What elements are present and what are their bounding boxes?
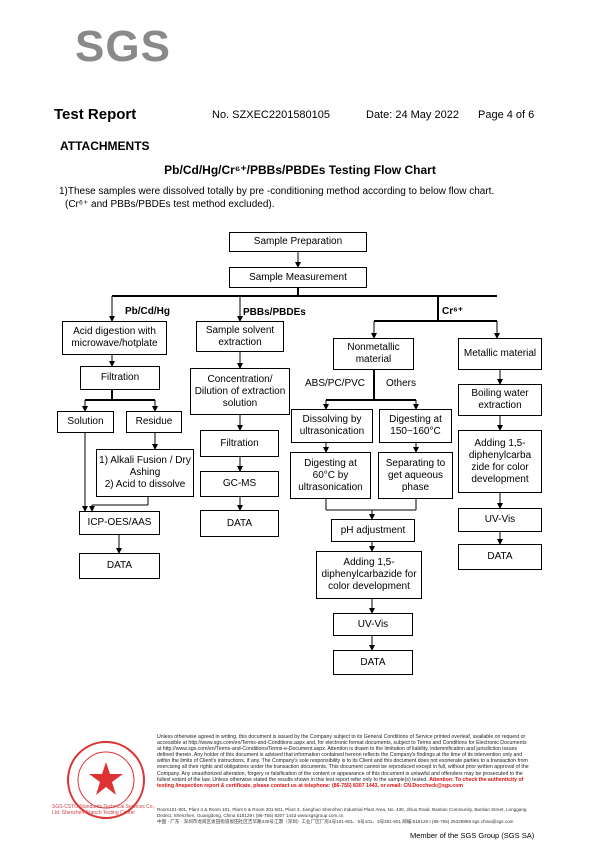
sample-preparation-box: Sample Preparation bbox=[229, 232, 367, 252]
authenticity-notice: Attention: To check the authenticity of … bbox=[157, 776, 524, 789]
flow-chart-title: Pb/Cd/Hg/Cr⁶⁺/PBBs/PBDEs Testing Flow Ch… bbox=[164, 163, 436, 177]
abs-pc-pvc-label: ABS/PC/PVC bbox=[305, 378, 366, 389]
adding-diphenylcarbazide-box-2: Adding 1,5-diphenylcarba zide for color … bbox=[458, 430, 542, 493]
residue-box: Residue bbox=[126, 411, 182, 433]
boiling-water-box: Boiling water extraction bbox=[458, 384, 542, 416]
data-box-3: DATA bbox=[333, 650, 413, 675]
solution-box: Solution bbox=[57, 411, 114, 433]
branch-label-pbb: PBBs/PBDEs bbox=[243, 307, 306, 318]
sgs-logo: SGS bbox=[75, 22, 171, 71]
disclaimer-text: Unless otherwise agreed in writing, this… bbox=[157, 734, 529, 783]
icp-oes-box: ICP-OES/AAS bbox=[79, 511, 160, 535]
data-box-4: DATA bbox=[458, 544, 542, 570]
address-chinese: 中国 · 广东 · 深圳市龙岗区坂田街道坂田社区吉华路430号江灏（深圳）工业厂… bbox=[157, 819, 514, 824]
branch-label-cr: Cr⁶⁺ bbox=[442, 306, 463, 317]
uv-vis-box-1: UV-Vis bbox=[333, 613, 413, 636]
address-english: Room101-801, Plant 4 & Room 101, Plant 5… bbox=[157, 807, 527, 818]
branch-label-pb: Pb/Cd/Hg bbox=[125, 306, 170, 317]
section-heading: ATTACHMENTS bbox=[60, 139, 150, 153]
filtration-box-2: Filtration bbox=[200, 430, 279, 457]
filtration-box-1: Filtration bbox=[80, 366, 160, 390]
dissolving-box: Dissolving by ultrasonication bbox=[291, 409, 373, 443]
separating-box: Separating to get aqueous phase bbox=[378, 452, 453, 499]
others-label: Others bbox=[386, 378, 417, 389]
data-box-1: DATA bbox=[79, 553, 160, 579]
alkali-fusion-box: 1) Alkali Fusion / Dry Ashing 2) Acid to… bbox=[96, 449, 194, 497]
report-title: Test Report bbox=[54, 106, 137, 123]
intro-text: 1)These samples were dissolved totally b… bbox=[59, 185, 494, 211]
data-box-2: DATA bbox=[200, 510, 279, 537]
gc-ms-box: GC-MS bbox=[200, 471, 279, 497]
nonmetallic-box: Nonmetallic material bbox=[333, 338, 414, 370]
adding-diphenylcarbazide-box: Adding 1,5-diphenylcarbazide for color d… bbox=[316, 551, 422, 599]
solvent-extraction-box: Sample solvent extraction bbox=[196, 321, 284, 352]
seal-caption: SGS-CSTC Standards Technical Services Co… bbox=[52, 804, 156, 816]
member-line: Member of the SGS Group (SGS SA) bbox=[410, 831, 535, 840]
digesting-150-box: Digesting at 150~160°C bbox=[379, 409, 452, 443]
acid-digestion-box: Acid digestion with microwave/hotplate bbox=[62, 321, 167, 355]
sample-measurement-box: Sample Measurement bbox=[229, 267, 367, 288]
intro-line-1: 1)These samples were dissolved totally b… bbox=[59, 186, 495, 197]
report-number: No. SZXEC2201580105 bbox=[212, 109, 331, 121]
ph-adjustment-box: pH adjustment bbox=[331, 519, 415, 542]
page-number: Page 4 of 6 bbox=[478, 109, 535, 121]
intro-line-2: (Cr⁶⁺ and PBBs/PBDEs test method exclude… bbox=[65, 199, 275, 210]
report-date: Date: 24 May 2022 bbox=[366, 109, 459, 121]
footer-address: Room101-801, Plant 4 & Room 101, Plant 5… bbox=[157, 807, 529, 825]
digesting-60-box: Digesting at 60°C by ultrasonication bbox=[290, 452, 371, 499]
concentration-box: Concentration/ Dilution of extraction so… bbox=[190, 368, 290, 415]
disclaimer: Unless otherwise agreed in writing, this… bbox=[157, 734, 529, 789]
company-seal-icon bbox=[67, 741, 145, 819]
uv-vis-box-2: UV-Vis bbox=[458, 508, 542, 532]
metallic-box: Metallic material bbox=[458, 338, 542, 370]
